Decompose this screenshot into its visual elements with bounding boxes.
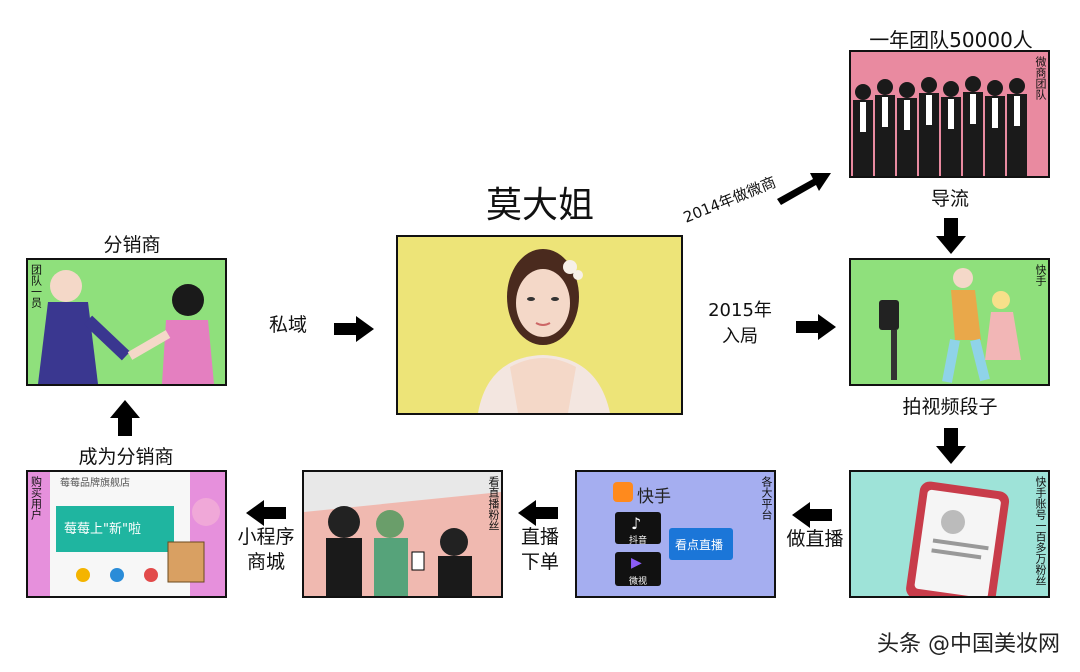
kuaishou-join-label: 入局 bbox=[722, 326, 758, 347]
arrow-down-icon-1 bbox=[936, 218, 966, 254]
arrow-down-icon-2 bbox=[936, 428, 966, 464]
zuozhibo-label: 做直播 bbox=[786, 528, 844, 550]
woman-portrait-illustration bbox=[478, 249, 610, 413]
arrow-left-icon-2 bbox=[518, 500, 558, 526]
chengwei-label: 成为分销商 bbox=[78, 446, 174, 468]
xiaochengxu-label-2: 商城 bbox=[246, 551, 285, 573]
distributor-caption: 分销商 bbox=[103, 234, 161, 256]
platform-logo-label: 快手 bbox=[637, 487, 671, 507]
team-caption: 一年团队50000人 bbox=[869, 28, 1033, 52]
shop-banner: 莓莓上"新"啦 bbox=[56, 506, 174, 552]
distributor-panel: 团队一员 bbox=[26, 258, 227, 386]
buyer-side-label: 购买用户 bbox=[29, 476, 43, 520]
kuaishou-panel: 快手 bbox=[849, 258, 1050, 386]
shop-title: 莓莓品牌旗舰店 bbox=[60, 478, 130, 489]
arrow-right-icon-2 bbox=[334, 316, 374, 342]
platform-side-label: 各大平台 bbox=[760, 476, 773, 520]
team-panel: 微商团队 bbox=[849, 50, 1050, 178]
siyu-label: 私域 bbox=[268, 314, 307, 336]
kandian-app-icon: 看点直播 bbox=[669, 528, 733, 560]
zhibo-label-1: 直播 bbox=[520, 526, 559, 548]
weishi-app-icon: ▶ 微视 bbox=[615, 552, 661, 587]
fans-side-label: 快手账号一百多万粉丝 bbox=[1034, 476, 1047, 586]
watermark: 头条 @中国美妆网 bbox=[877, 632, 1060, 657]
fans-panel: 快手账号一百多万粉丝 bbox=[849, 470, 1050, 598]
paishipin-label: 拍视频段子 bbox=[902, 396, 998, 418]
diag-label: 2014年做微商 bbox=[680, 173, 779, 227]
phone-profile-illustration bbox=[906, 481, 1010, 596]
arrow-left-icon-1 bbox=[792, 502, 832, 528]
arrow-left-icon-3 bbox=[246, 500, 286, 526]
live-side-label: 看直播粉丝 bbox=[487, 476, 500, 531]
kuaishou-year-label: 2015年 bbox=[708, 300, 772, 321]
shop-cat-icon-2 bbox=[110, 568, 124, 582]
daoliu-label: 导流 bbox=[930, 188, 969, 210]
arrow-up-icon bbox=[110, 400, 140, 436]
kandian-label: 看点直播 bbox=[675, 538, 724, 552]
shop-cat-icon-1 bbox=[76, 568, 90, 582]
commuters-phones-illustration bbox=[304, 472, 501, 596]
distributor-side-label: 团队一员 bbox=[29, 264, 43, 308]
team-side-label: 微商团队 bbox=[1034, 56, 1047, 100]
center-portrait-panel bbox=[396, 235, 683, 415]
shop-banner-text: 莓莓上"新"啦 bbox=[64, 522, 141, 537]
douyin-label: 抖音 bbox=[629, 536, 648, 546]
shop-screen: 莓莓品牌旗舰店 莓莓上"新"啦 bbox=[50, 472, 190, 596]
arrow-right-icon-1 bbox=[796, 314, 836, 340]
zhibo-label-2: 下单 bbox=[520, 551, 559, 573]
weishi-label: 微视 bbox=[629, 577, 648, 587]
center-title: 莫大姐 bbox=[485, 185, 594, 226]
platform-panel: 快手 ♪ 抖音 ▶ 微视 看点直播 各大平台 bbox=[575, 470, 776, 598]
douyin-app-icon: ♪ 抖音 bbox=[615, 512, 661, 546]
kuaishou-side-label: 快手 bbox=[1034, 264, 1047, 286]
arrow-diagonal-up-icon bbox=[777, 173, 831, 205]
running-couple-illustration bbox=[879, 268, 1021, 383]
girl-with-box-illustration bbox=[167, 498, 220, 583]
shop-cat-icon-3 bbox=[144, 568, 158, 582]
handshake-illustration bbox=[38, 270, 214, 384]
crowd-silhouettes-illustration bbox=[853, 76, 1027, 176]
xiaochengxu-label-1: 小程序 bbox=[237, 526, 295, 548]
live-panel: 看直播粉丝 bbox=[302, 470, 503, 598]
buyer-panel: 莓莓品牌旗舰店 莓莓上"新"啦 购买用户 bbox=[26, 470, 227, 598]
kuaishou-logo-icon bbox=[613, 482, 633, 502]
